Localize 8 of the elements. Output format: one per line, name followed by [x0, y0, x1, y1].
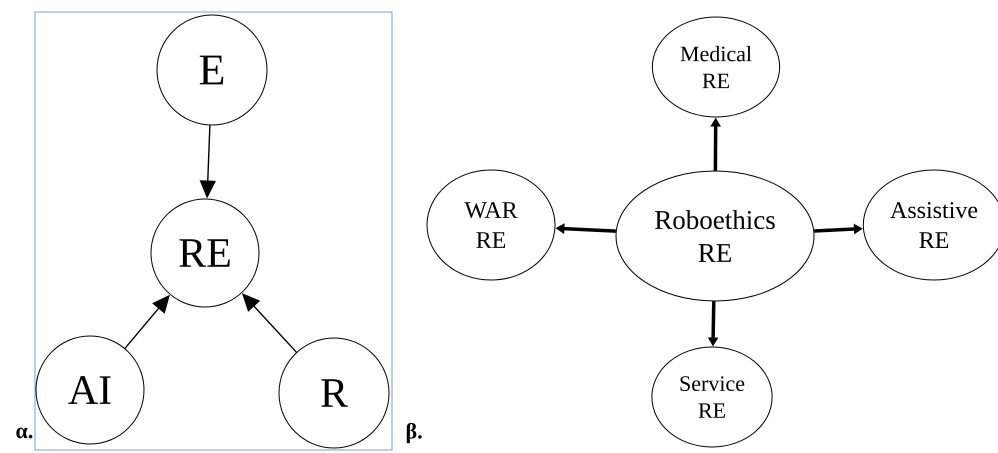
ellipse-node: Service RE [651, 346, 773, 448]
ellipse-node: Medical RE [652, 16, 780, 118]
circle-node: E [156, 14, 268, 126]
circle-node: RE [150, 198, 260, 308]
ellipse-node: Roboethics RE [616, 170, 814, 302]
circle-node: AI [36, 336, 144, 444]
circle-node: R [278, 338, 390, 448]
ellipse-node: WAR RE [426, 170, 556, 280]
